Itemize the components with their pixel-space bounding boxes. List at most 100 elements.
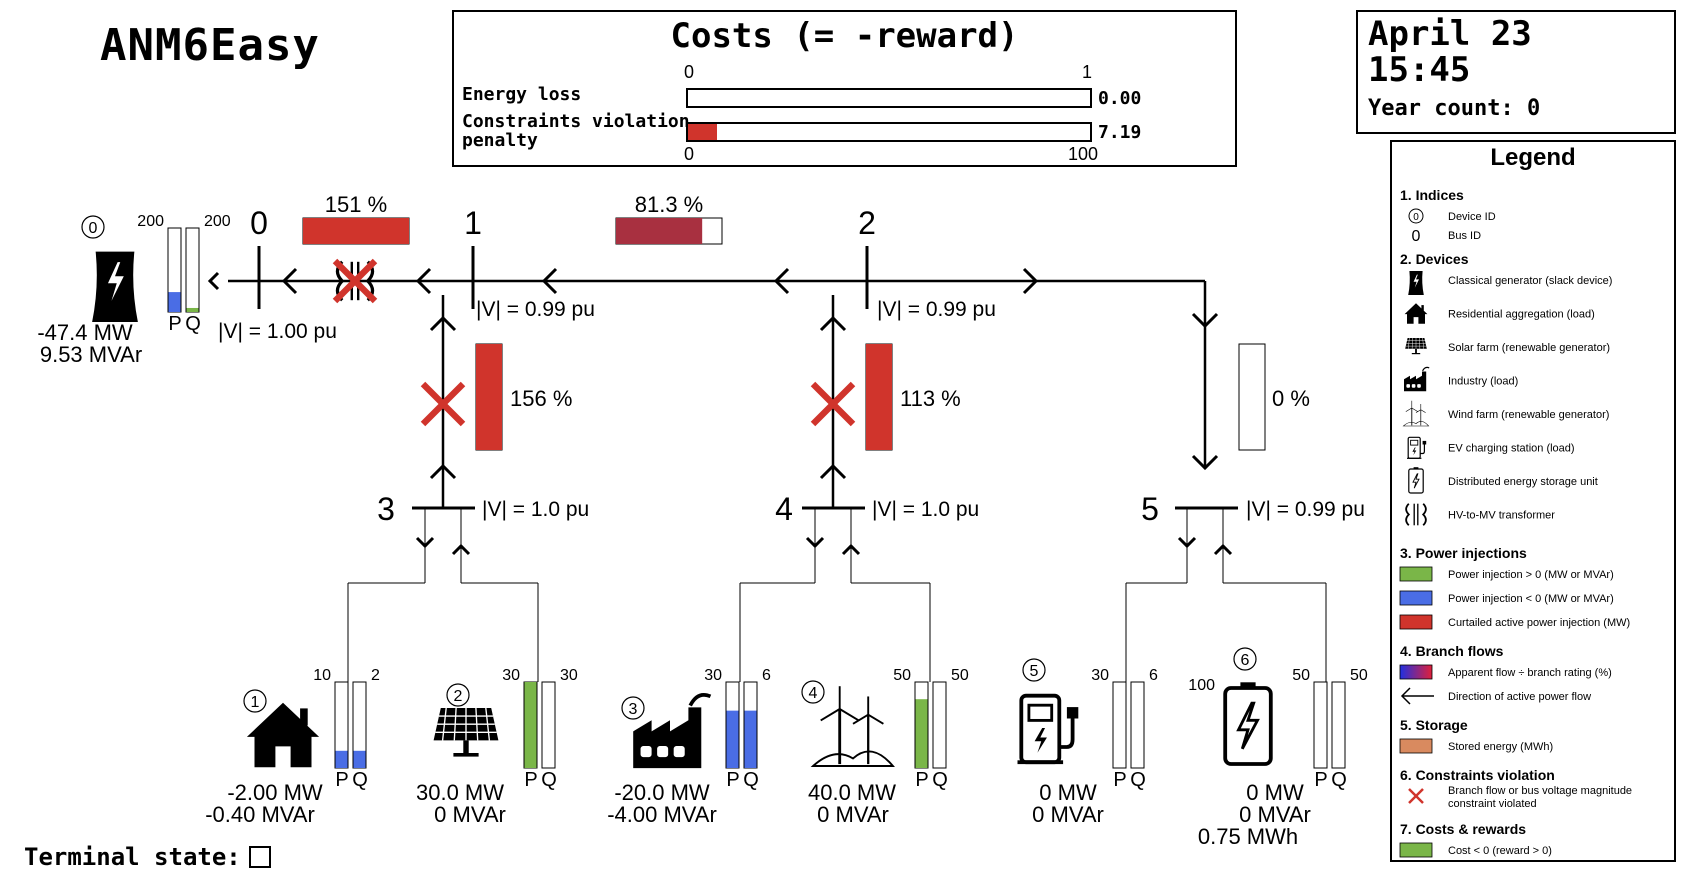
charger-cable	[1059, 718, 1075, 749]
p-label: P	[915, 769, 928, 791]
legend-heading: 5. Storage	[1400, 717, 1468, 733]
p-max-label: 30	[1091, 667, 1109, 684]
wind-turbine-icon	[810, 686, 895, 767]
battery-body	[1223, 686, 1273, 766]
classical-generator-icon	[92, 251, 138, 322]
arrow-left-icon	[541, 267, 558, 295]
panel-grid	[453, 707, 457, 741]
legend-item-label: Device ID	[1448, 211, 1496, 223]
device-q-label: 0 MVAr	[1032, 802, 1104, 827]
device-q-label: -0.40 MVAr	[205, 802, 315, 827]
factory-icon	[633, 693, 712, 769]
battery-icon	[1408, 467, 1424, 494]
legend-heading: 1. Indices	[1400, 187, 1464, 203]
legend-item-label: Power injection > 0 (MW or MVAr)	[1448, 569, 1614, 581]
chimney	[300, 708, 308, 726]
panel-grid	[475, 707, 479, 741]
legend-symbol: 0	[1413, 212, 1419, 223]
battery-tip	[1413, 467, 1419, 469]
charger-plug	[1422, 440, 1427, 445]
q-label: Q	[541, 769, 557, 791]
blade	[1411, 407, 1418, 412]
panel-grid	[1419, 337, 1421, 349]
green-swatch-icon	[1399, 842, 1433, 858]
arrow-up-icon	[819, 463, 847, 480]
storage-max-label: 100	[1188, 677, 1215, 694]
factory-window	[640, 746, 652, 758]
p-bar-frame	[1112, 681, 1127, 769]
coil	[1421, 503, 1427, 526]
legend-item-label: Solar farm (renewable generator)	[1448, 342, 1610, 354]
bus-id-label: 3	[377, 491, 395, 527]
generator-tower	[92, 251, 138, 322]
q-max-label: 6	[1149, 667, 1158, 684]
wind-turbine-icon	[1402, 400, 1430, 427]
p-max-label: 50	[1292, 667, 1310, 684]
legend-item-label: Classical generator (slack device)	[1448, 275, 1612, 287]
arrow-left-icon	[281, 267, 298, 295]
blade	[839, 708, 860, 722]
violation-fill	[688, 124, 717, 140]
legend-heading: 7. Costs & rewards	[1400, 821, 1526, 837]
blue-swatch-icon	[1399, 590, 1433, 606]
costs-panel: Costs (= -reward) Energy loss Constraint…	[452, 10, 1237, 167]
ev-charger-icon	[1407, 436, 1427, 459]
arrow-left-icon	[415, 267, 432, 295]
branch-loading-label: 156 %	[510, 386, 572, 411]
bus-id-label: 4	[775, 491, 793, 527]
q-bar-fill	[186, 307, 199, 312]
device-q-label: 9.53 MVAr	[40, 342, 142, 367]
smoke	[688, 693, 712, 707]
violation-label: Constraints violation penalty	[462, 112, 690, 150]
p-bar-fill	[726, 710, 739, 768]
arrow-up-icon	[819, 315, 847, 332]
bus-voltage-label: |V| = 0.99 pu	[1246, 498, 1365, 521]
q-bar-frame	[185, 227, 200, 313]
q-bar-fill	[744, 710, 757, 768]
arrow-up-icon	[429, 315, 457, 332]
q-max-label: 200	[204, 213, 231, 230]
solar-panel-icon	[1405, 337, 1427, 355]
legend-item-label: Apparent flow ÷ branch rating (%)	[1448, 667, 1612, 679]
p-label: P	[524, 769, 537, 791]
device-id-circle	[81, 215, 105, 239]
device-p-label: -47.4 MW	[37, 320, 133, 345]
branch-loading-label: 151 %	[325, 192, 387, 217]
classical-generator-icon	[1408, 271, 1424, 295]
red-swatch-icon	[1399, 614, 1433, 630]
device-q-label: 0 MVAr	[434, 802, 506, 827]
energy-loss-min: 0	[684, 62, 695, 82]
arrow-up-icon	[841, 543, 861, 556]
terminal-state-checkbox[interactable]	[248, 846, 271, 868]
bus-voltage-label: |V| = 0.99 pu	[877, 298, 996, 321]
device-id-label: 5	[1030, 663, 1039, 680]
p-max-label: 50	[893, 667, 911, 684]
p-max-label: 10	[313, 667, 331, 684]
blade	[867, 713, 884, 725]
q-label: Q	[1331, 769, 1347, 791]
legend-heading: 6. Constraints violation	[1400, 767, 1555, 783]
charger-base	[1017, 760, 1064, 765]
device-q-label: 0 MVAr	[817, 802, 889, 827]
arrow-left-icon	[1400, 687, 1411, 705]
q-max-label: 2	[371, 667, 380, 684]
hills	[1402, 421, 1430, 427]
bus-voltage-label: |V| = 0.99 pu	[476, 298, 595, 321]
app-title: ANM6Easy	[100, 20, 320, 71]
bolt	[107, 262, 124, 301]
factory-icon	[1404, 366, 1430, 392]
q-label: Q	[932, 769, 948, 791]
panel-base	[453, 753, 479, 757]
arrow-left-icon	[773, 267, 790, 295]
branch-loading-frame	[1238, 343, 1266, 451]
q-bar-frame	[541, 681, 556, 769]
bus-id-label: 0	[250, 205, 268, 241]
charger-bolt	[1034, 728, 1047, 753]
violation-max: 100	[1068, 144, 1099, 164]
legend-item-label: Bus ID	[1448, 230, 1481, 242]
arrow-up-icon	[451, 543, 471, 556]
q-max-label: 6	[762, 667, 771, 684]
legend-item-label: HV-to-MV transformer	[1448, 510, 1555, 522]
date-label: April 23	[1368, 14, 1532, 54]
